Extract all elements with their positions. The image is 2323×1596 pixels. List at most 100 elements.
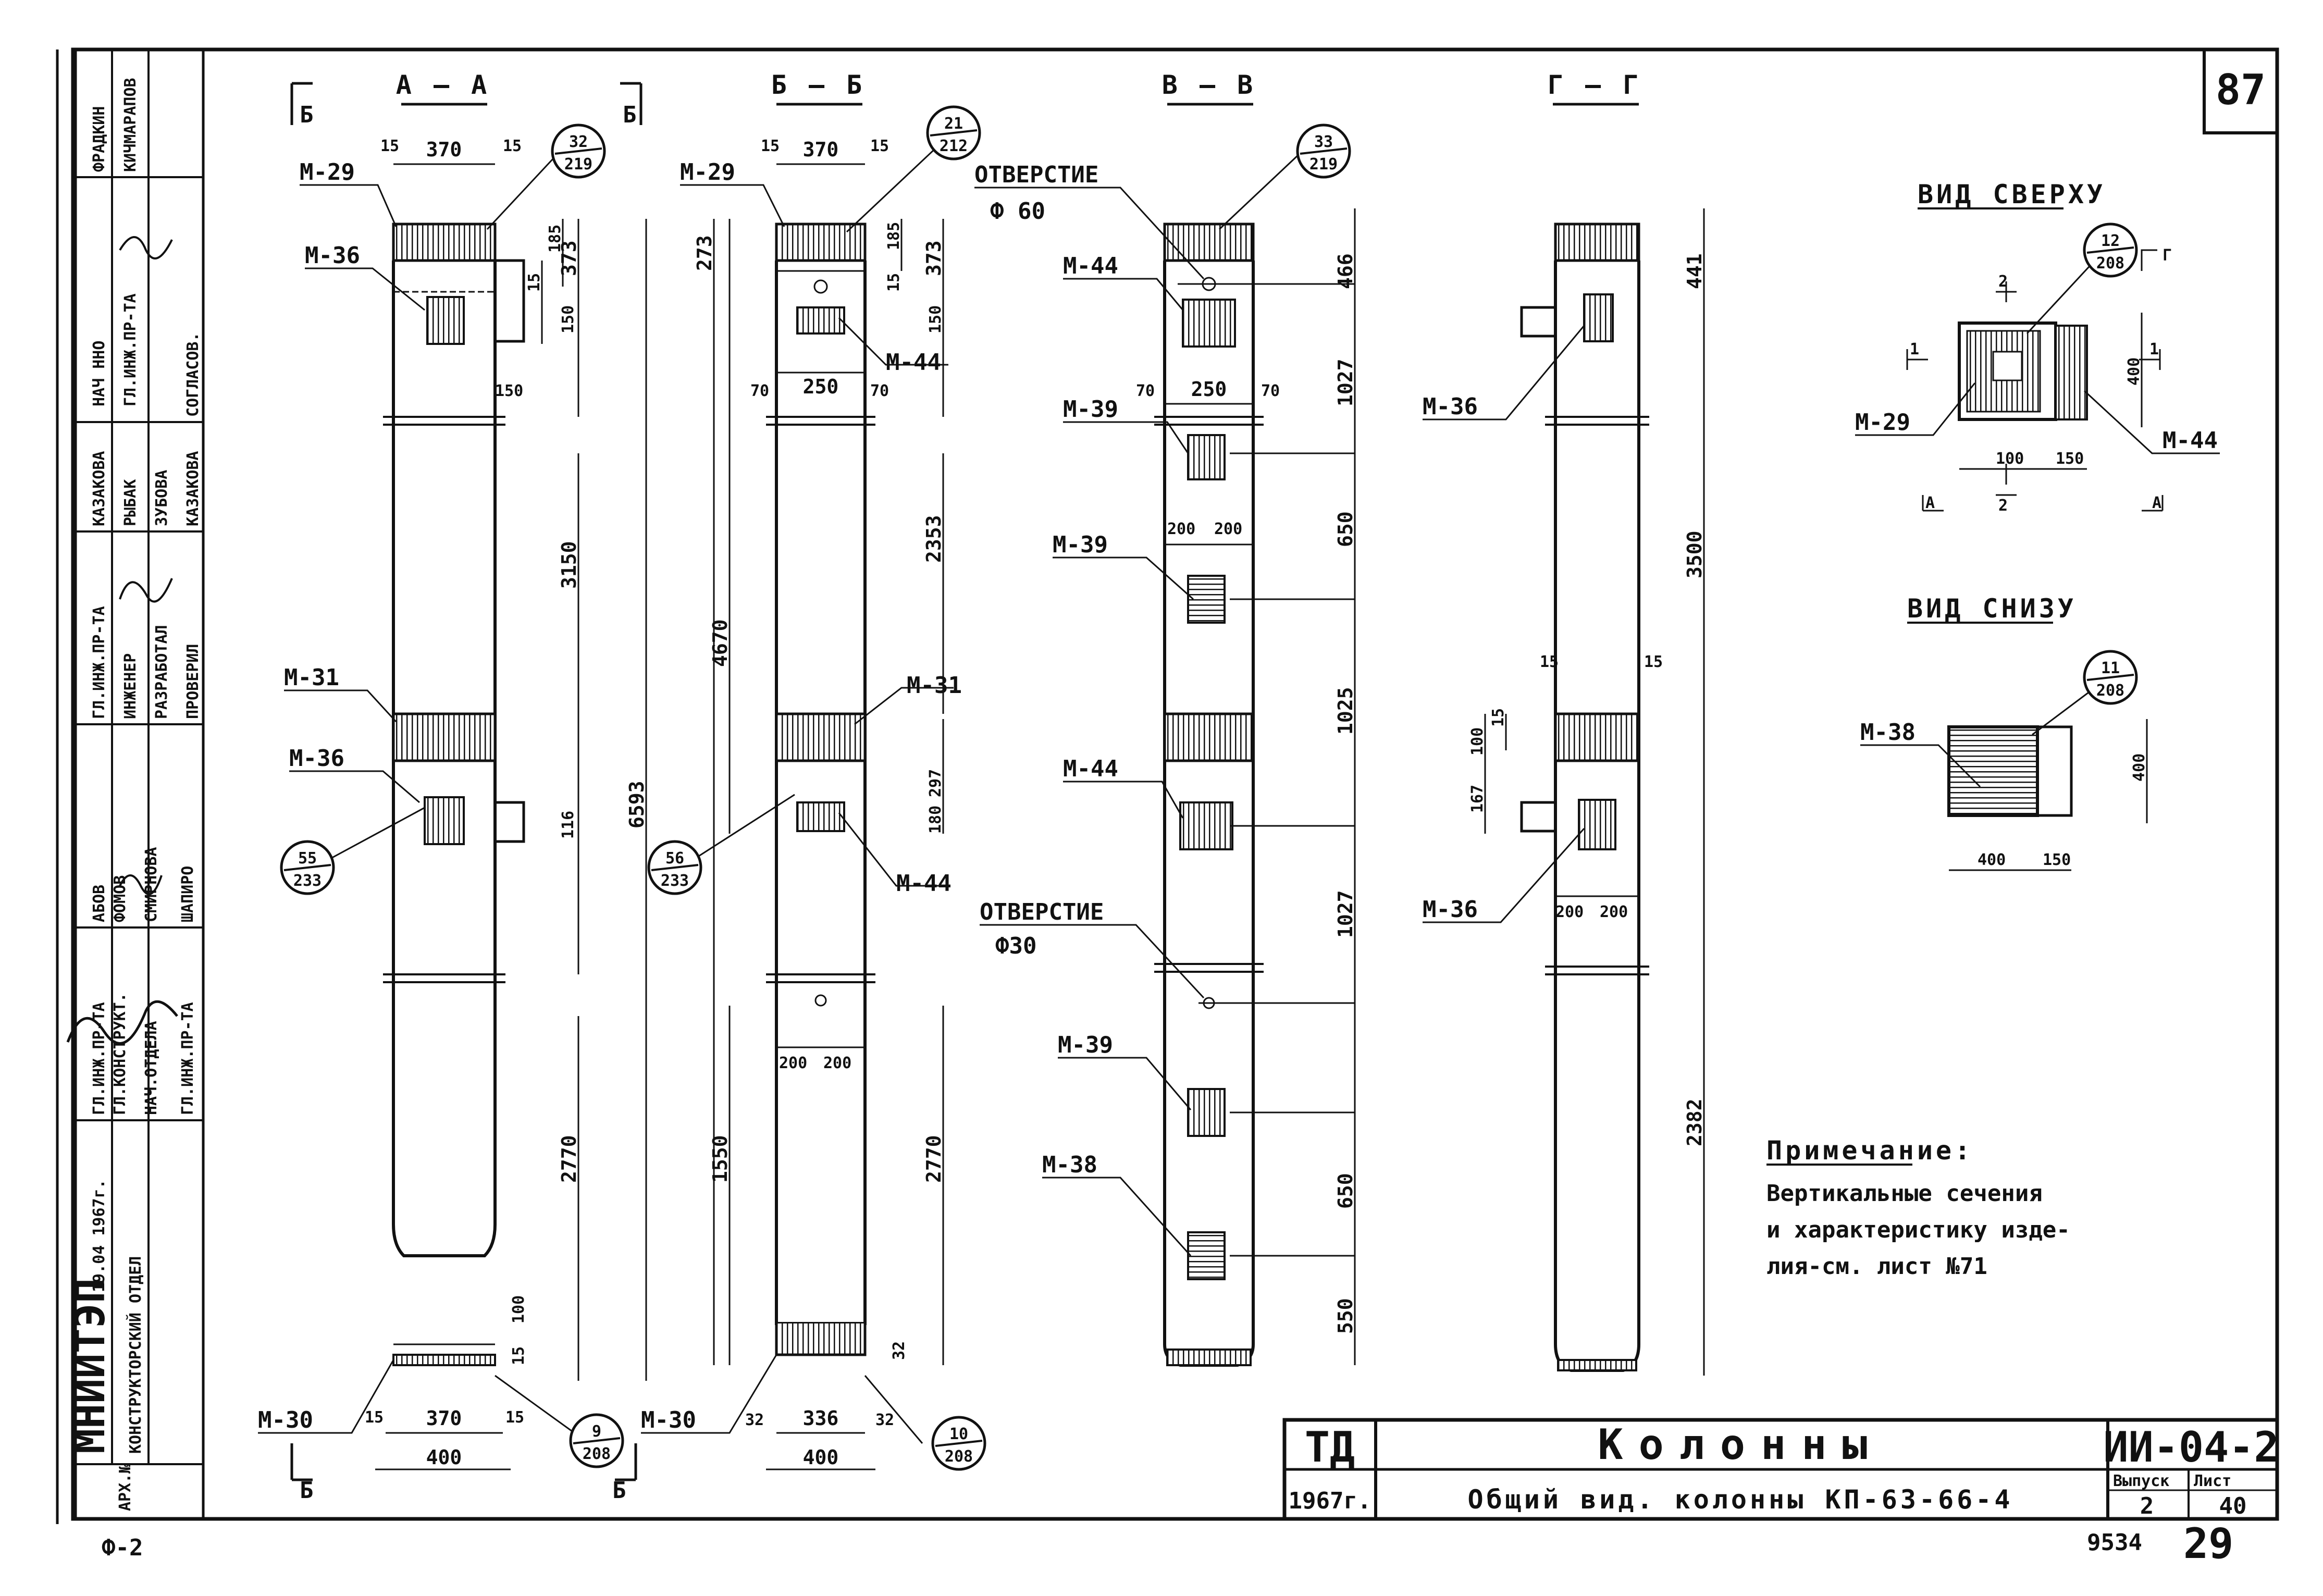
dimension-lines bbox=[713, 163, 944, 1470]
leader-lines bbox=[1855, 259, 2220, 454]
mark-label: М-31 bbox=[284, 664, 339, 691]
dim-label: 167 bbox=[1468, 785, 1487, 813]
dim-label: 70 bbox=[1136, 382, 1155, 400]
footer-format: Ф-2 bbox=[102, 1535, 143, 1561]
sheet-label: Лист bbox=[2194, 1472, 2231, 1490]
title-block bbox=[1282, 1418, 2279, 1521]
dim-label: 2353 bbox=[922, 515, 945, 563]
dim-label: 3150 bbox=[558, 541, 580, 589]
mark-label: М-38 bbox=[1042, 1152, 1097, 1178]
dim-label: 15 bbox=[1540, 653, 1559, 671]
leader-lines bbox=[641, 147, 954, 1444]
note-line: Вертикальные сечения bbox=[1766, 1180, 2043, 1207]
dimension-lines bbox=[1484, 208, 1705, 1376]
mark-label: М-39 bbox=[1053, 531, 1108, 558]
section-title-gg: Г — Г bbox=[1548, 70, 1642, 100]
mark-label: М-44 bbox=[1063, 756, 1118, 782]
dim-label: 3500 bbox=[1683, 530, 1706, 578]
top-view bbox=[1958, 321, 2088, 421]
cut-label: 2 bbox=[1998, 497, 2008, 515]
dim-label: 70 bbox=[1261, 382, 1280, 400]
dim-label: 15 bbox=[761, 137, 780, 155]
svg-text:208: 208 bbox=[2096, 682, 2124, 700]
mark-label: М-31 bbox=[907, 672, 962, 699]
dim-label: 370 bbox=[803, 138, 839, 161]
cut-label: 1 bbox=[2149, 340, 2159, 358]
callout-bubble: 12 208 bbox=[2083, 222, 2138, 278]
mark-label: М-36 bbox=[1423, 393, 1478, 420]
signature bbox=[66, 1000, 178, 1045]
dim-label: 15 bbox=[885, 273, 903, 292]
dim-label: 373 bbox=[922, 240, 945, 276]
section-title-vv: В — В bbox=[1162, 70, 1256, 100]
dim-label: 400 bbox=[1978, 851, 2006, 869]
callout-bubble: 9 208 bbox=[569, 1413, 624, 1468]
dim-label: 400 bbox=[2125, 357, 2143, 386]
sheet-number: 87 bbox=[2216, 66, 2266, 114]
sheet-frame bbox=[71, 47, 2279, 1521]
dim-label: 370 bbox=[426, 138, 462, 161]
dim-label: 15 bbox=[510, 1346, 528, 1365]
dim-label: 15 bbox=[380, 137, 399, 155]
stamp-role: ГЛ.КОНСТРУКТ. bbox=[111, 993, 129, 1115]
svg-text:56: 56 bbox=[665, 849, 684, 868]
cut-label: Б bbox=[612, 1477, 626, 1504]
view-title-bottom: ВИД СНИЗУ bbox=[1907, 593, 2077, 624]
dim-label: 250 bbox=[1191, 378, 1227, 401]
dim-label: 100 bbox=[1996, 450, 2024, 468]
dim-label: 200 bbox=[1214, 520, 1242, 538]
title-year: 1967г. bbox=[1289, 1488, 1371, 1514]
cut-label: Г bbox=[2163, 246, 2172, 265]
stamp-name: ШАПИРО bbox=[179, 866, 197, 922]
dim-label: 116 bbox=[559, 811, 577, 839]
dimension-lines bbox=[1165, 208, 1356, 1365]
section-title-bb: Б — Б bbox=[771, 70, 866, 100]
dim-label: 150 bbox=[495, 382, 523, 400]
stamp-name: КАЗАКОВА bbox=[90, 451, 108, 527]
dim-label: 373 bbox=[558, 240, 580, 276]
dim-label: 650 bbox=[1334, 511, 1357, 547]
opening-diameter: Ф 60 bbox=[990, 198, 1045, 225]
stamp-role: ИНЖЕНЕР bbox=[121, 653, 140, 719]
cut-label: Б bbox=[300, 1477, 314, 1504]
dim-label: 200 bbox=[823, 1054, 851, 1072]
svg-text:32: 32 bbox=[569, 133, 588, 151]
svg-text:55: 55 bbox=[298, 849, 317, 868]
mark-label: М-30 bbox=[258, 1407, 313, 1433]
issue-number: 2 bbox=[2140, 1493, 2154, 1519]
svg-text:9: 9 bbox=[592, 1422, 601, 1441]
leader-lines bbox=[1860, 687, 2095, 788]
mark-label: М-44 bbox=[886, 349, 941, 376]
section-title-aa: А — А bbox=[396, 70, 490, 100]
dim-label: 4670 bbox=[709, 619, 732, 667]
callout-bubble: 11 208 bbox=[2083, 650, 2138, 705]
footer-number: 9534 bbox=[2087, 1529, 2142, 1556]
stamp-name: ЗУБОВА bbox=[153, 470, 171, 526]
stamp-name: ФОМОВ bbox=[111, 875, 129, 922]
callout-bubble: 56 233 bbox=[647, 840, 702, 895]
stamp-role: ГЛ.ИНЖ.ПР-ТА bbox=[179, 1002, 197, 1115]
dim-label: 150 bbox=[559, 305, 577, 333]
dimension-lines bbox=[1906, 249, 2164, 512]
cut-label: 1 bbox=[1910, 340, 1919, 358]
stamp-top-role: ГЛ.ИНЖ.ПР-ТА bbox=[121, 293, 140, 406]
mark-label: М-36 bbox=[305, 242, 360, 269]
dim-label: 185 bbox=[546, 225, 564, 253]
leader-lines bbox=[1423, 325, 1585, 923]
column-vv bbox=[1154, 222, 1264, 1367]
title-sub: Общий вид. колонны КП-63-66-4 bbox=[1468, 1484, 2013, 1515]
dim-label: 200 bbox=[1167, 520, 1195, 538]
mark-label: М-38 bbox=[1860, 719, 1916, 746]
dim-label: 15 bbox=[365, 1408, 384, 1427]
dim-label: 2382 bbox=[1683, 1098, 1706, 1146]
stamp-role: РАЗРАБОТАЛ bbox=[153, 625, 171, 719]
footer-page: 29 bbox=[2183, 1519, 2233, 1568]
mark-label: М-29 bbox=[1855, 409, 1910, 436]
title-code: ТД bbox=[1305, 1423, 1355, 1471]
bottom-view bbox=[1947, 725, 2073, 817]
svg-text:208: 208 bbox=[945, 1447, 973, 1466]
sheet-count: 40 bbox=[2219, 1493, 2247, 1519]
cut-markers bbox=[290, 82, 642, 1481]
dim-label: 15 bbox=[1644, 653, 1663, 671]
